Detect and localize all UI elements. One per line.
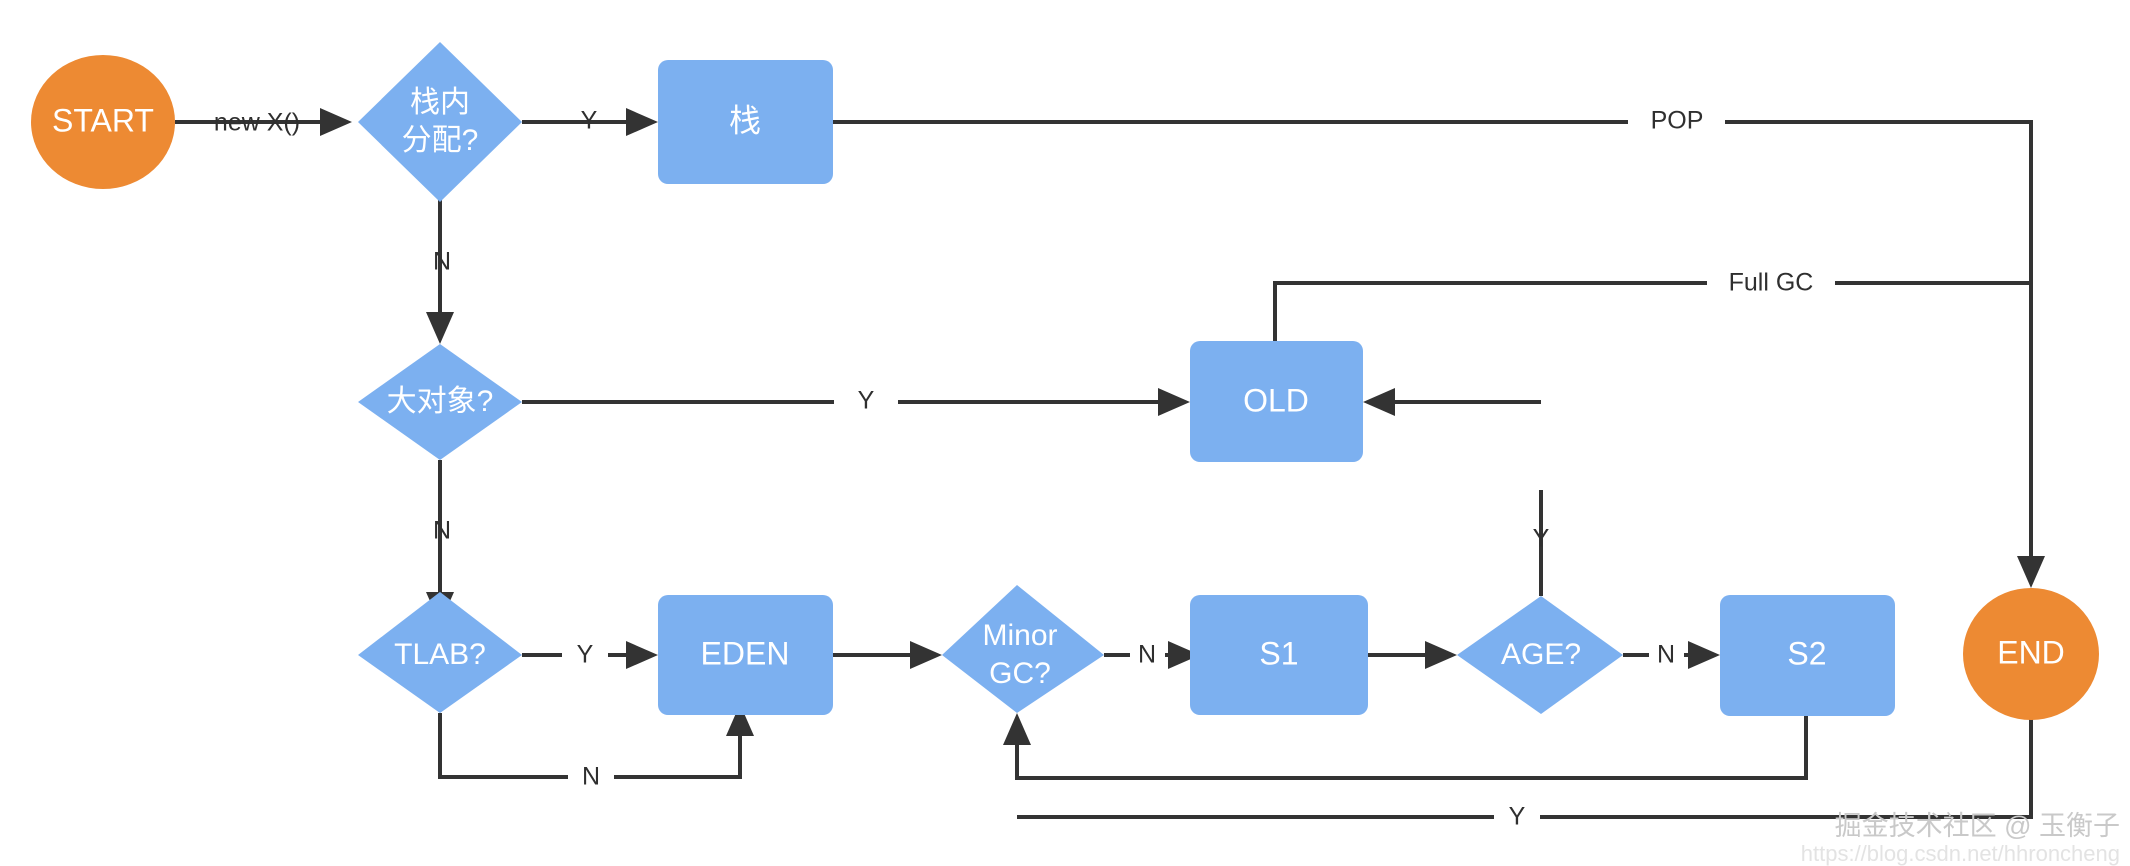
arrow-head-icon xyxy=(626,641,658,669)
stack-alloc-label-line1: 栈内 xyxy=(410,86,470,119)
s1-rect xyxy=(1190,595,1368,715)
node-old[interactable]: OLD xyxy=(1190,341,1363,462)
arrow-head-icon xyxy=(626,108,658,136)
edge-old-to-end-full-gc xyxy=(1273,281,2031,341)
start-label: START xyxy=(52,102,154,138)
edge-label-tlab-yes: Y xyxy=(577,641,594,669)
arrow-head-icon xyxy=(1688,641,1720,669)
old-rect xyxy=(1190,341,1363,462)
big-object-label: 大对象? xyxy=(387,385,494,418)
stack-label: 栈 xyxy=(729,102,761,138)
stack-alloc-diamond xyxy=(358,42,522,202)
edge-age-yes-to-old xyxy=(1363,388,1543,596)
arrow-head-icon xyxy=(426,312,454,344)
node-big-object-decision[interactable]: 大对象? xyxy=(358,344,522,460)
edge-label-stack-alloc-no: N xyxy=(433,248,451,276)
eden-rect xyxy=(658,595,833,715)
arrow-head-icon xyxy=(726,704,754,736)
old-label: OLD xyxy=(1243,382,1309,418)
watermark-sub-text: https://blog.csdn.net/hhroncheng xyxy=(1801,841,2120,866)
arrow-head-icon xyxy=(1158,388,1190,416)
node-age-decision[interactable]: AGE? xyxy=(1457,596,1623,714)
s2-label: S2 xyxy=(1787,635,1826,671)
minor-gc-diamond xyxy=(942,585,1104,713)
edge-label-full-gc: Full GC xyxy=(1729,269,1814,297)
edge-tlab-yes-to-eden xyxy=(522,641,658,669)
edge-big-object-yes-to-old xyxy=(522,388,1190,416)
arrow-head-icon xyxy=(1363,388,1395,416)
edge-stack-to-end-pop xyxy=(833,120,2045,588)
node-eden[interactable]: EDEN xyxy=(658,595,833,715)
watermark: 掘金技术社区 @ 玉衡子 https://blog.csdn.net/hhron… xyxy=(1801,811,2120,866)
node-end[interactable]: END xyxy=(1963,588,2099,720)
watermark-main-text: 掘金技术社区 @ 玉衡子 xyxy=(1835,811,2120,841)
age-label: AGE? xyxy=(1501,638,1581,671)
edge-label-stack-alloc-yes: Y xyxy=(581,107,598,135)
edge-label-big-object-yes: Y xyxy=(858,387,875,415)
edge-label-group: new X() Y N POP Y N Full GC Y N N Y N Y xyxy=(214,107,1813,831)
start-ellipse xyxy=(31,55,175,189)
edge-minor-gc-no-to-s1 xyxy=(1104,641,1200,669)
edge-s2-to-minor-gc xyxy=(1003,713,1808,780)
tlab-diamond xyxy=(358,592,522,713)
age-diamond xyxy=(1457,596,1623,714)
edge-s1-to-age xyxy=(1368,641,1457,669)
edge-label-big-object-no: N xyxy=(433,517,451,545)
arrow-head-icon xyxy=(1003,713,1031,745)
edge-label-pop: POP xyxy=(1651,107,1704,135)
end-ellipse xyxy=(1963,588,2099,720)
node-stack[interactable]: 栈 xyxy=(658,60,833,184)
edge-label-new-x: new X() xyxy=(214,109,300,137)
s2-rect xyxy=(1720,595,1895,716)
node-stack-alloc-decision[interactable]: 栈内 分配? xyxy=(358,42,522,202)
edge-label-age-no: N xyxy=(1657,641,1675,669)
node-tlab-decision[interactable]: TLAB? xyxy=(358,592,522,713)
arrow-head-icon xyxy=(1168,641,1200,669)
edge-label-tlab-no: N xyxy=(582,763,600,791)
arrow-head-icon xyxy=(2017,556,2045,588)
edge-label-s2-yes: Y xyxy=(1509,803,1526,831)
s1-label: S1 xyxy=(1259,635,1298,671)
edge-tlab-no-to-eden xyxy=(438,704,754,779)
eden-label: EDEN xyxy=(701,635,790,671)
minor-gc-label-line2: GC? xyxy=(989,657,1051,690)
node-start[interactable]: START xyxy=(31,55,175,189)
edge-eden-to-minor-gc xyxy=(833,641,942,669)
edge-label-minor-gc-no: N xyxy=(1138,641,1156,669)
edge-stack-alloc-yes-to-stack xyxy=(522,108,658,136)
edge-age-no-to-s2 xyxy=(1623,641,1720,669)
stack-rect xyxy=(658,60,833,184)
minor-gc-label-line1: Minor xyxy=(982,619,1057,652)
node-s1[interactable]: S1 xyxy=(1190,595,1368,715)
edge-label-age-yes: Y xyxy=(1533,525,1550,553)
arrow-head-icon xyxy=(910,641,942,669)
end-label: END xyxy=(1997,634,2065,670)
node-minor-gc-decision[interactable]: Minor GC? xyxy=(942,585,1104,713)
tlab-label: TLAB? xyxy=(394,638,486,671)
node-s2[interactable]: S2 xyxy=(1720,595,1895,716)
arrow-head-icon xyxy=(320,108,352,136)
arrow-head-icon xyxy=(1425,641,1457,669)
edge-start-to-stack-alloc xyxy=(175,108,352,136)
stack-alloc-label-line2: 分配? xyxy=(402,124,479,157)
big-object-diamond xyxy=(358,344,522,460)
